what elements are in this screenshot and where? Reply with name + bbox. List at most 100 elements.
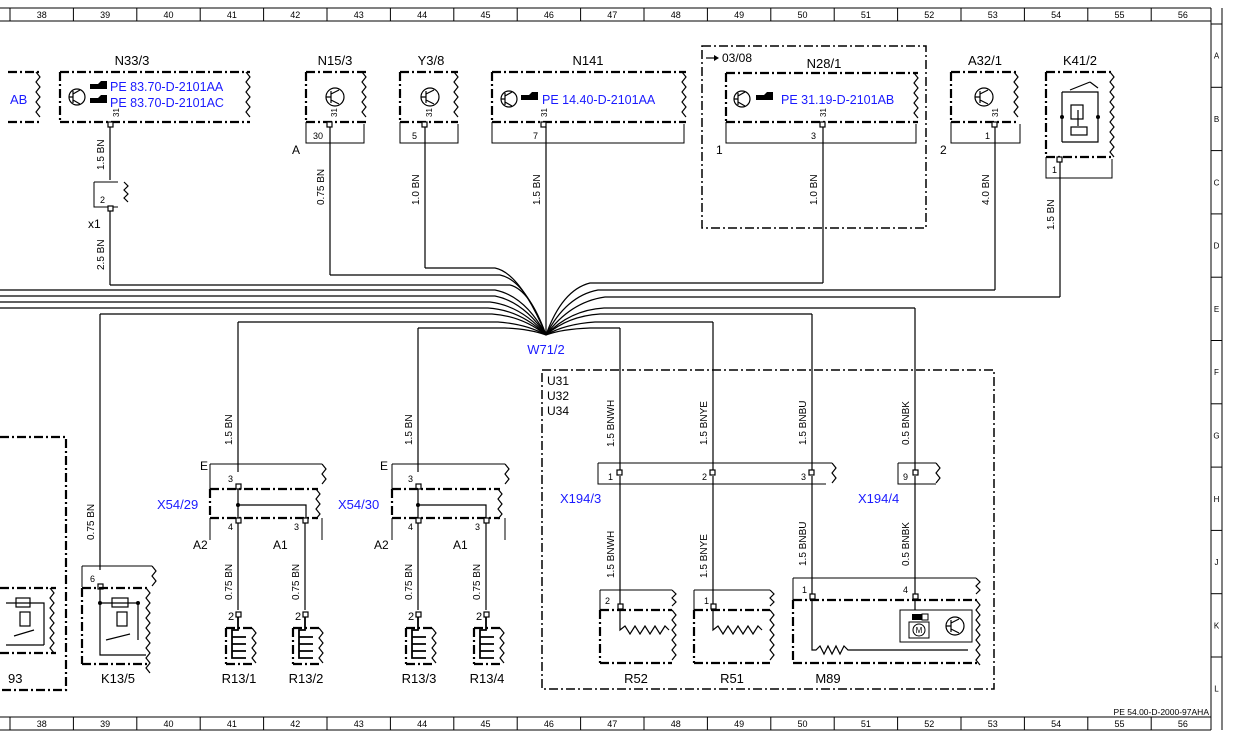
heater-label: R13/2 xyxy=(289,671,324,686)
k13-5-label: K13/5 xyxy=(101,671,135,686)
pin-2: 2 xyxy=(702,472,707,482)
wire-label: 1.5 BN xyxy=(404,414,415,445)
grid-column-label: 52 xyxy=(924,10,934,20)
wire-label: 0.75 BN xyxy=(291,564,302,600)
wire-label: 1.5 BNBU xyxy=(798,401,809,445)
pin-31: 31 xyxy=(425,108,434,117)
n33-3-label: N33/3 xyxy=(115,53,150,68)
relay-icon xyxy=(6,597,45,646)
harness-w71-2 xyxy=(0,267,1060,336)
w71-2-label: W71/2 xyxy=(527,342,565,357)
grid-column-label: 56 xyxy=(1178,719,1188,729)
grid-row-label: A xyxy=(1214,52,1220,61)
drawing-number: PE 54.00-D-2000-97AHA xyxy=(1114,707,1210,717)
svg-text:2: 2 xyxy=(228,611,234,623)
grid-row-label: C xyxy=(1214,178,1220,187)
grid-row-label: B xyxy=(1214,115,1219,124)
grid-column-label: 41 xyxy=(227,719,237,729)
branch-a2: A2 xyxy=(193,538,208,552)
r51-label: R51 xyxy=(720,671,744,686)
transistor-icon xyxy=(500,90,518,108)
pin-3: 3 xyxy=(408,474,413,484)
grid-column-label: 40 xyxy=(163,10,173,20)
x54-30-label: X54/30 xyxy=(338,497,379,512)
pin-31: 31 xyxy=(330,108,339,117)
pin-31: 31 xyxy=(112,108,121,117)
pin-7: 7 xyxy=(533,131,538,141)
version-label: 03/08 xyxy=(722,51,752,65)
n33-3-ref-b: PE 83.70-D-2101AC xyxy=(110,96,224,110)
grid-row-label: F xyxy=(1214,368,1219,377)
wire-label: 0.75 BN xyxy=(224,564,235,600)
grid-column-label: 44 xyxy=(417,10,427,20)
transistor-icon xyxy=(325,87,345,107)
grid-column-label: 42 xyxy=(290,719,300,729)
pin-3: 3 xyxy=(475,522,480,532)
wire-label: 0.75 BN xyxy=(472,564,483,600)
branch-2: 2 xyxy=(940,143,947,157)
u34-label: U34 xyxy=(547,404,569,418)
pin-1: 1 xyxy=(608,472,613,482)
y3-8-label: Y3/8 xyxy=(418,53,445,68)
grid-column-label: 56 xyxy=(1178,10,1188,20)
wire-label: 2.5 BN xyxy=(96,239,107,270)
grid-column-label: 47 xyxy=(607,10,617,20)
grid-column-label: 51 xyxy=(861,719,871,729)
x54-29-label: X54/29 xyxy=(157,497,198,512)
wire-label: 1.5 BNYE xyxy=(699,401,710,445)
pin-1: 1 xyxy=(1052,165,1057,175)
grid-row-label: E xyxy=(1214,305,1219,314)
grid-row-label: G xyxy=(1213,431,1219,440)
pin-31: 31 xyxy=(540,108,549,117)
grid-column-label: 54 xyxy=(1051,10,1061,20)
reference-hand-icon xyxy=(756,92,773,100)
n141-ref: PE 14.40-D-2101AA xyxy=(542,93,656,107)
grid-row-label: H xyxy=(1214,495,1220,504)
grid-column-label: 39 xyxy=(100,10,110,20)
grid-column-label: 42 xyxy=(290,10,300,20)
grid-column-label: 45 xyxy=(480,719,490,729)
grid-column-label: 48 xyxy=(671,10,681,20)
x194-4-label: X194/4 xyxy=(858,491,899,506)
partial-93-label: 93 xyxy=(8,671,22,686)
pin-1: 1 xyxy=(802,585,807,595)
pin-31: 31 xyxy=(991,108,1000,117)
pin-3: 3 xyxy=(801,472,806,482)
grid-column-label: 47 xyxy=(607,719,617,729)
grid-column-label: 54 xyxy=(1051,719,1061,729)
pin-1: 1 xyxy=(704,596,709,606)
grid-column-label: 49 xyxy=(734,10,744,20)
wire-label: 1.0 BN xyxy=(411,174,422,205)
wire-label: 1.0 BN xyxy=(809,174,820,205)
grid-column-label: 50 xyxy=(797,10,807,20)
grid-column-label: 38 xyxy=(37,719,47,729)
grid-column-label: 41 xyxy=(227,10,237,20)
wire-label: 1.5 BNWH xyxy=(606,531,617,578)
n15-3-label: N15/3 xyxy=(318,53,353,68)
wire-label: 4.0 BN xyxy=(981,174,992,205)
wire-label: 1.5 BN xyxy=(532,174,543,205)
pin-3: 3 xyxy=(228,474,233,484)
pin-4: 4 xyxy=(903,585,908,595)
branch-a: A xyxy=(292,143,300,157)
n28-1-label: N28/1 xyxy=(807,56,842,71)
grid-column-label: 55 xyxy=(1114,10,1124,20)
u32-label: U32 xyxy=(547,389,569,403)
resistor-icon xyxy=(712,609,763,636)
n28-1-ref: PE 31.19-D-2101AB xyxy=(781,93,894,107)
pin-30: 30 xyxy=(313,131,323,141)
pin-3: 3 xyxy=(294,522,299,532)
pin-2: 2 xyxy=(100,195,105,205)
svg-text:M: M xyxy=(916,626,923,635)
wire-label: 1.5 BNYE xyxy=(699,534,710,578)
transistor-icon xyxy=(945,616,965,636)
pin-5: 5 xyxy=(412,131,417,141)
pin-9: 9 xyxy=(903,472,908,482)
grid-column-label: 43 xyxy=(354,10,364,20)
branch-a1: A1 xyxy=(273,538,288,552)
resistor-icon xyxy=(811,599,968,656)
pin-3: 3 xyxy=(811,131,816,141)
